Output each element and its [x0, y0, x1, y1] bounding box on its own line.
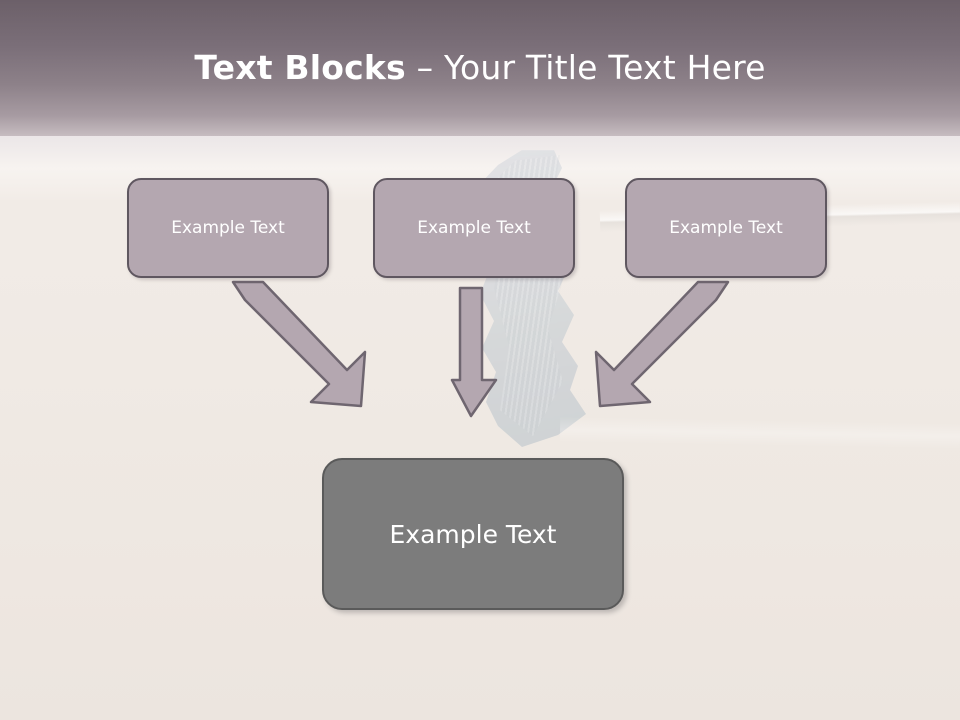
text-block-3-label: Example Text: [669, 218, 783, 238]
text-block-2[interactable]: Example Text: [373, 178, 575, 278]
page-title-bold: Text Blocks: [194, 48, 406, 87]
arrow-middle-vertical-icon: [450, 286, 498, 420]
title-banner: Text Blocks – Your Title Text Here: [0, 0, 960, 136]
arrow-right-diagonal-icon: [586, 280, 736, 427]
text-block-2-label: Example Text: [417, 218, 531, 238]
text-block-result-label: Example Text: [389, 519, 557, 549]
text-block-1-label: Example Text: [171, 218, 285, 238]
page-title-separator: –: [405, 48, 444, 87]
page-title: Text Blocks – Your Title Text Here: [0, 48, 960, 88]
text-block-result[interactable]: Example Text: [322, 458, 624, 610]
page-title-light: Your Title Text Here: [443, 48, 766, 87]
arrow-left-diagonal-icon: [225, 280, 375, 427]
text-block-1[interactable]: Example Text: [127, 178, 329, 278]
text-block-3[interactable]: Example Text: [625, 178, 827, 278]
